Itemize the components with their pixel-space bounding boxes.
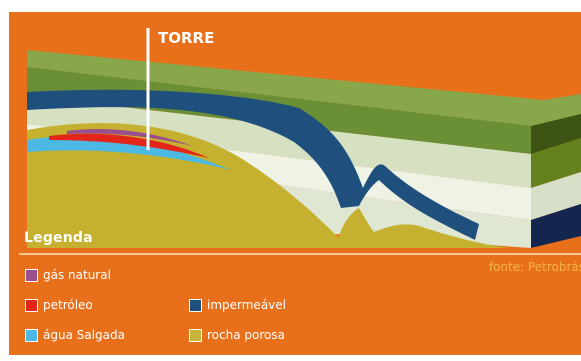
- legend-swatch-oil: [25, 298, 38, 312]
- legend-swatch-gas: [25, 268, 38, 282]
- legend-item-impermeable: impermeável: [189, 297, 286, 313]
- tower-label: TORRE: [158, 29, 214, 47]
- terrain-top-surface: [27, 50, 581, 126]
- legend-label-oil: petróleo: [43, 298, 93, 312]
- impermeable-layer: [27, 89, 479, 240]
- deep-pale-side: [531, 204, 581, 248]
- source-label: fonte: Petrobrás: [488, 260, 581, 274]
- legend-item-water: água Salgada: [25, 327, 125, 343]
- legend-divider: [19, 253, 581, 255]
- oil-layer: [49, 133, 209, 158]
- legend-swatch-water: [25, 328, 38, 342]
- legend-swatch-rock: [189, 328, 202, 342]
- legend-label-rock: rocha porosa: [207, 328, 285, 342]
- legend-label-gas: gás natural: [43, 268, 111, 282]
- legend-item-gas: gás natural: [25, 267, 111, 283]
- legend-label-water: água Salgada: [43, 328, 125, 342]
- legend-item-rock: rocha porosa: [189, 327, 285, 343]
- legend-item-oil: petróleo: [25, 297, 93, 313]
- legend-title: Legenda: [24, 230, 93, 246]
- gas-layer: [67, 128, 193, 146]
- legend-label-impermeable: impermeável: [207, 298, 286, 312]
- terrain-side-top: [531, 114, 581, 154]
- light-green-layer: [27, 96, 531, 188]
- light-green-side: [531, 138, 581, 188]
- geology-cross-section: TORRE: [27, 28, 581, 248]
- salt-water-layer: [27, 136, 231, 170]
- oil-trap-panel: TORRE Legenda fonte: Petrobrás gás natur…: [9, 12, 581, 355]
- legend-swatch-impermeable: [189, 298, 202, 312]
